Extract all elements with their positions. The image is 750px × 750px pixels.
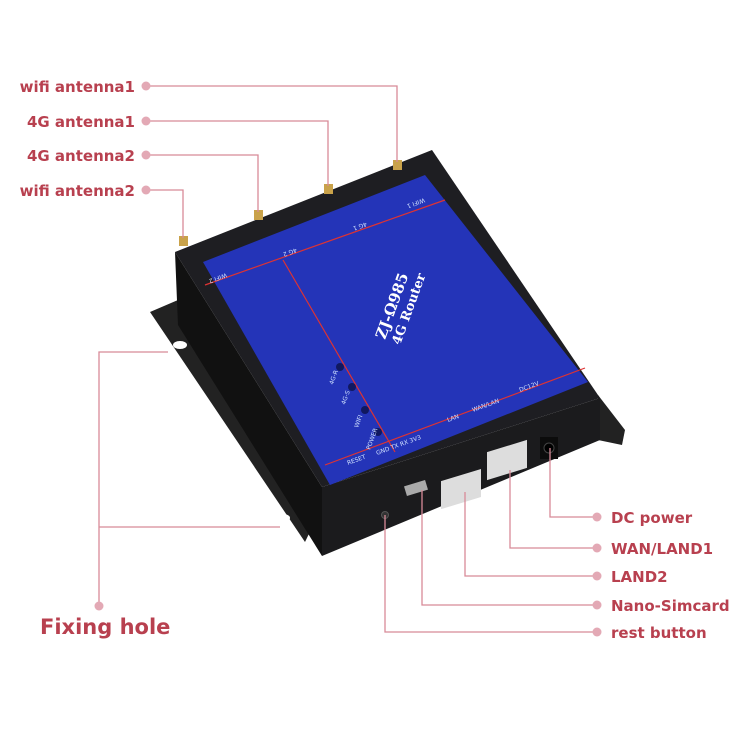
label-wan-land1: WAN/LAND1 bbox=[611, 540, 713, 558]
label-wifi-antenna1: wifi antenna1 bbox=[20, 78, 135, 96]
label-land2: LAND2 bbox=[611, 568, 668, 586]
label-nano-simcard: Nano-Simcard bbox=[611, 597, 730, 615]
led-indicator bbox=[336, 363, 344, 371]
leader-dot bbox=[592, 543, 602, 553]
panel-divider-line bbox=[282, 259, 396, 453]
led-label: 4G-R bbox=[328, 369, 340, 385]
leader-dot bbox=[592, 627, 602, 637]
router-top-panel bbox=[203, 175, 588, 485]
leader-line bbox=[146, 189, 184, 238]
label-dc-power: DC power bbox=[611, 509, 693, 527]
panel-divider-line bbox=[324, 367, 586, 466]
leader-line bbox=[421, 490, 597, 606]
leader-line bbox=[146, 154, 259, 212]
leader-line bbox=[98, 351, 168, 606]
leader-dot bbox=[94, 601, 104, 611]
label-rest-button: rest button bbox=[611, 624, 707, 642]
leader-line bbox=[384, 515, 597, 633]
led-indicator bbox=[361, 406, 369, 414]
wan-port bbox=[487, 439, 527, 481]
lan-port bbox=[441, 468, 481, 510]
antenna-connector bbox=[179, 236, 188, 246]
leader-line bbox=[464, 492, 597, 577]
led-label: WIFI bbox=[353, 414, 364, 429]
router-left-side bbox=[175, 252, 322, 556]
leader-dot bbox=[141, 81, 151, 91]
right-mounting-flange bbox=[598, 395, 625, 445]
label-fixing-hole: Fixing hole bbox=[40, 615, 170, 639]
antenna-port-label: 4G 1 bbox=[352, 220, 368, 231]
led-indicator bbox=[348, 383, 356, 391]
antenna-port-label: 4G 2 bbox=[282, 246, 298, 257]
leader-line bbox=[146, 85, 398, 162]
fixing-hole-top bbox=[173, 341, 187, 349]
panel-divider-line bbox=[204, 199, 446, 286]
leader-line bbox=[549, 448, 597, 518]
leader-dot bbox=[592, 512, 602, 522]
fixing-hole-bottom bbox=[276, 514, 290, 522]
leader-dot bbox=[141, 185, 151, 195]
label-4g-antenna1: 4G antenna1 bbox=[27, 113, 135, 131]
leader-line bbox=[146, 120, 329, 186]
antenna-connector bbox=[324, 184, 333, 194]
lan-label: LAN bbox=[446, 413, 460, 424]
sim-slot bbox=[404, 480, 428, 496]
leader-dot bbox=[141, 150, 151, 160]
led-indicator bbox=[374, 428, 382, 436]
antenna-connector bbox=[254, 210, 263, 220]
leader-dot bbox=[592, 600, 602, 610]
led-label: 4G-S bbox=[340, 390, 352, 406]
leader-dot bbox=[592, 571, 602, 581]
leader-dot bbox=[141, 116, 151, 126]
dc-jack bbox=[543, 442, 555, 454]
antenna-connector bbox=[393, 160, 402, 170]
label-wifi-antenna2: wifi antenna2 bbox=[20, 182, 135, 200]
leader-line bbox=[509, 470, 597, 549]
label-4g-antenna2: 4G antenna2 bbox=[27, 147, 135, 165]
